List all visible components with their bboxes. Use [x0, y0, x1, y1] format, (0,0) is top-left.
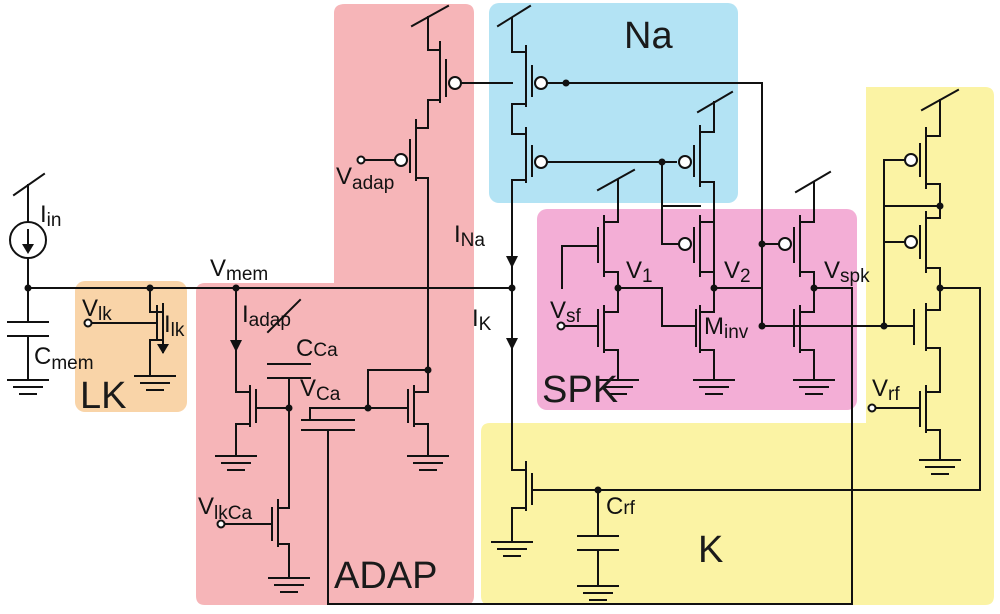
na-circuit — [496, 4, 763, 289]
k-block — [481, 87, 994, 605]
label-i-lk: Ilk — [164, 311, 185, 341]
input-stage — [7, 172, 49, 395]
block-label-lk: LK — [80, 375, 126, 417]
label-v-2: V2 — [724, 257, 751, 287]
lk-transistor — [83, 287, 176, 391]
label-v-sf: Vsf — [550, 297, 582, 327]
label-v-1: V1 — [626, 257, 653, 287]
label-c-ca: CCa — [296, 335, 338, 362]
label-i-adap: Iadap — [242, 301, 291, 331]
label-i-in: Iin — [40, 201, 61, 231]
label-v-spk: Vspk — [824, 257, 870, 287]
block-label-adap: ADAP — [334, 555, 437, 597]
label-c-mem: Cmem — [34, 343, 94, 374]
block-label-k: K — [698, 529, 723, 571]
label-v-lkca: VlkCa — [198, 493, 252, 524]
label-v-rf: Vrf — [872, 375, 900, 405]
label-v-ca: VCa — [300, 375, 341, 405]
label-m-inv: Minv — [704, 313, 749, 343]
label-v-adap: Vadap — [336, 163, 394, 194]
label-c-rf: Crf — [606, 493, 636, 520]
label-i-na: INa — [454, 221, 485, 251]
block-label-na: Na — [624, 15, 673, 57]
label-v-mem: Vmem — [210, 255, 268, 285]
k-circuit — [491, 88, 981, 601]
na-block — [489, 3, 738, 203]
block-label-spk: SPK — [542, 369, 618, 411]
lk-block — [75, 281, 187, 412]
labels: Iin Cmem Vmem Vlk Ilk Vadap Iadap CCa VC… — [34, 15, 900, 597]
adap-circuit — [215, 4, 853, 605]
label-v-lk: Vlk — [82, 295, 112, 325]
spk-circuit — [556, 82, 915, 605]
label-i-k: IK — [472, 305, 492, 335]
